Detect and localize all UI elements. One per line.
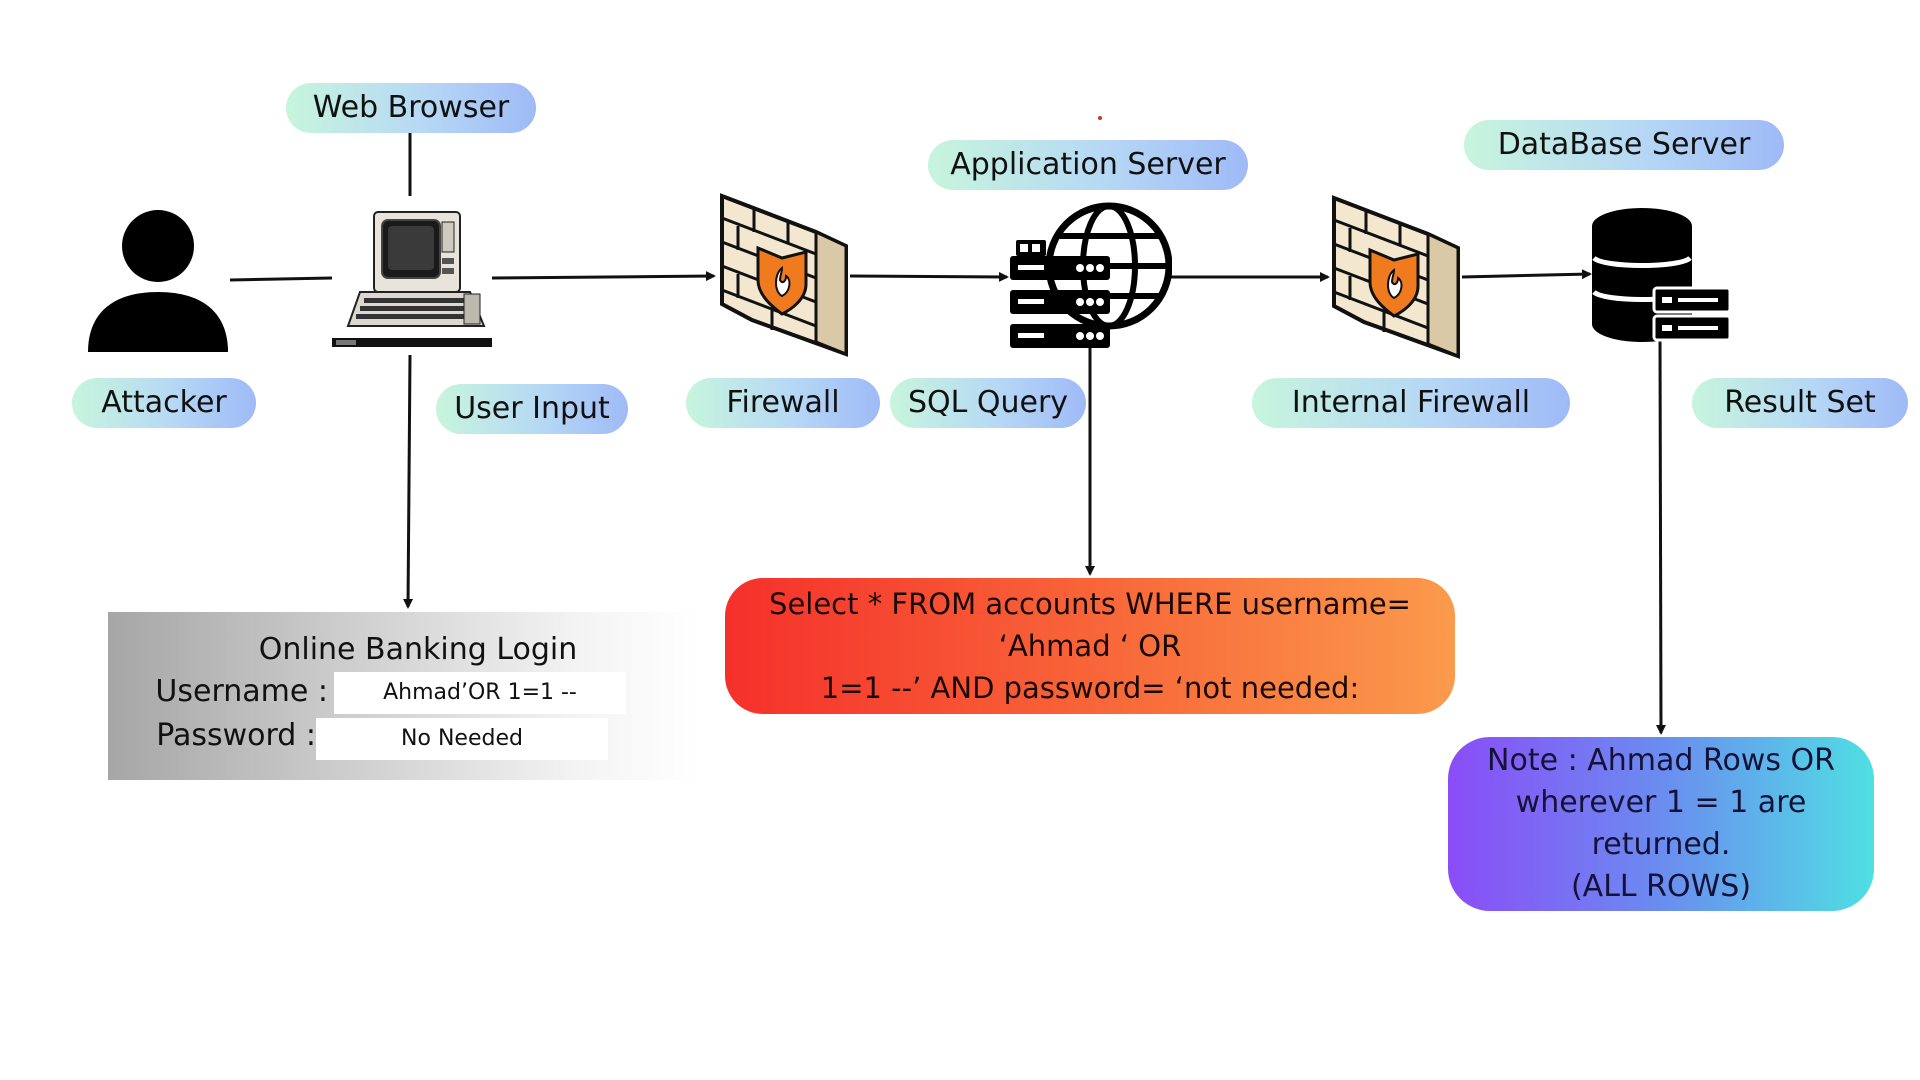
- query-line-3: 1=1 --’ AND password= ‘not needed:: [820, 671, 1360, 705]
- result-set-label: Result Set: [1692, 378, 1908, 428]
- internal-firewall-icon: [1332, 195, 1460, 359]
- sql-query-label: SQL Query: [890, 378, 1086, 428]
- internal-firewall-to-db-arrow: [1461, 269, 1592, 280]
- online-banking-login-panel: Online Banking Login Username : Ahmad’OR…: [108, 612, 700, 780]
- attacker-to-browser-line: [229, 276, 333, 282]
- query-line-2: ‘Ahmad ‘ OR: [998, 629, 1182, 663]
- username-field[interactable]: Ahmad’OR 1=1 --: [334, 672, 626, 714]
- query-line-1: Select * FROM accounts WHERE username=: [769, 587, 1411, 621]
- browser-to-firewall-arrow: [491, 271, 716, 282]
- browser-to-login-arrow: [403, 354, 414, 609]
- retro-computer-icon: [332, 211, 492, 347]
- result-note-box: Note : Ahmad Rows OR wherever 1 = 1 are …: [1448, 737, 1874, 911]
- note-line-2: wherever 1 = 1 are returned.: [1515, 785, 1807, 862]
- database-server-icon: [1592, 208, 1730, 342]
- username-label: Username :: [155, 674, 328, 709]
- firewall-to-appserver-arrow: [849, 271, 1009, 282]
- attacker-label: Attacker: [72, 378, 256, 428]
- internal-firewall-label: Internal Firewall: [1252, 378, 1570, 428]
- firewall-label: Firewall: [686, 378, 880, 428]
- stray-dot: [1098, 116, 1102, 120]
- firewall-icon: [720, 193, 848, 357]
- user-input-label: User Input: [436, 384, 628, 434]
- note-line-1: Note : Ahmad Rows OR: [1487, 743, 1835, 778]
- sql-query-box: Select * FROM accounts WHERE username= ‘…: [725, 578, 1455, 714]
- login-title: Online Banking Login: [258, 632, 578, 667]
- server-globe-icon: [1010, 202, 1172, 348]
- password-field[interactable]: No Needed: [316, 718, 608, 760]
- note-line-3: (ALL ROWS): [1570, 869, 1752, 904]
- database-server-label: DataBase Server: [1464, 120, 1784, 170]
- password-label: Password :: [156, 718, 316, 753]
- attacker-person-icon: [88, 210, 228, 352]
- web-browser-label: Web Browser: [286, 83, 536, 133]
- application-server-label: Application Server: [928, 140, 1248, 190]
- db-to-note-arrow: [1655, 337, 1666, 735]
